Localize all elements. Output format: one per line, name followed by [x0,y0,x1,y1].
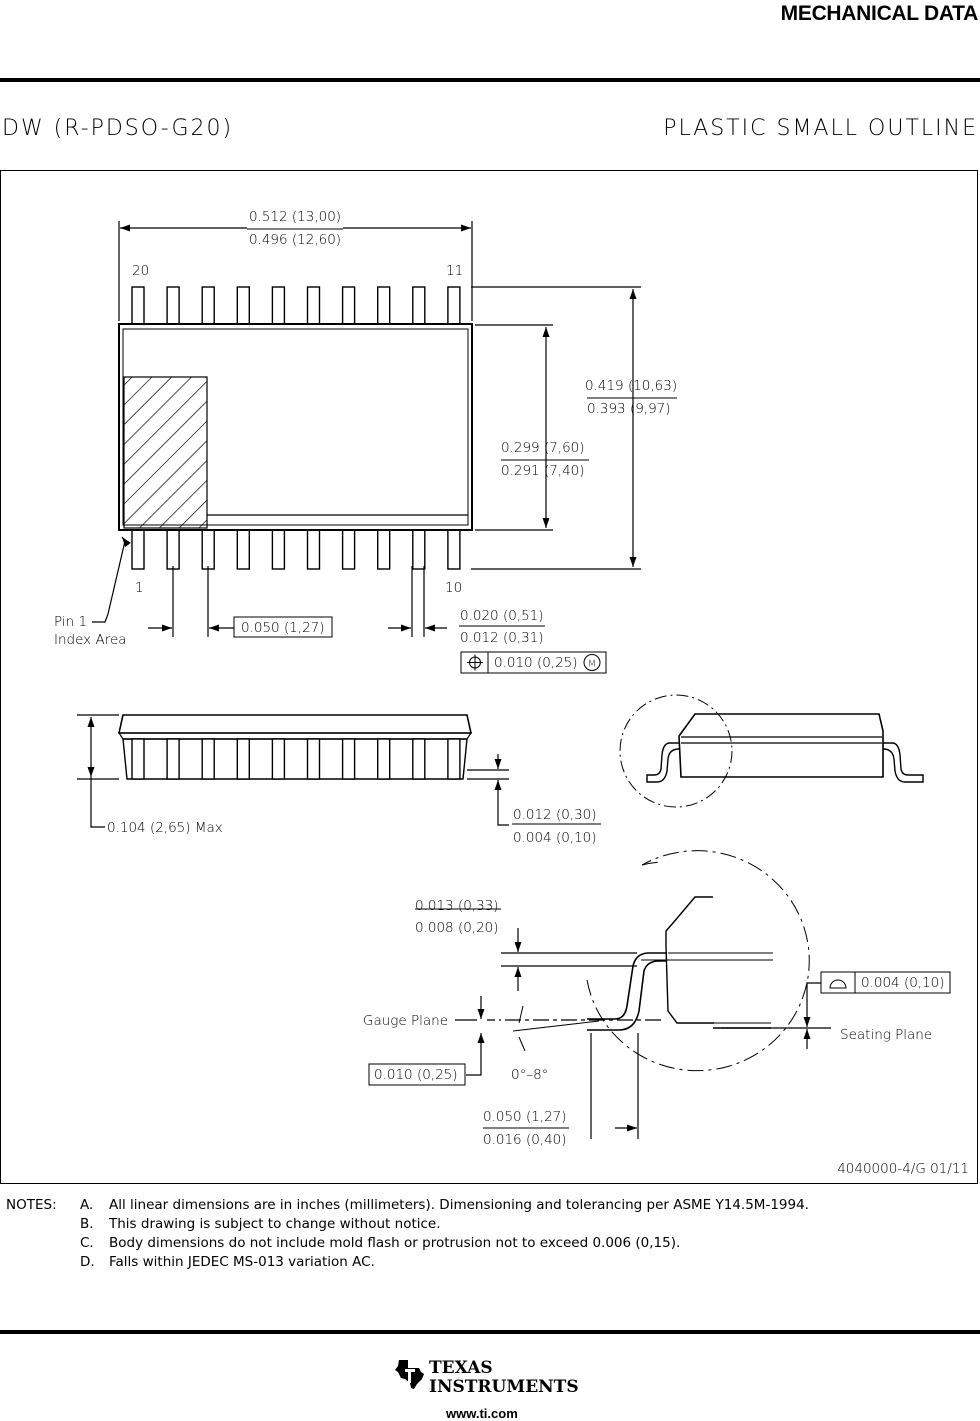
foot-length-max-label: 0.050 (1,27) [483,1109,567,1125]
length-min-label: 0.496 (12,60) [249,232,341,248]
top-view [92,221,677,674]
note-a: A.All linear dimensions are in inches (m… [80,1197,809,1213]
thickness-min-label: 0.008 (0,20) [415,920,499,936]
lead-width-max-label: 0.020 (0,51) [460,608,544,624]
detail-view [368,850,951,1139]
flatness-label: 0.004 (0,10) [861,975,945,991]
notes: NOTES: A.All linear dimensions are in in… [6,1195,966,1295]
note-c: C.Body dimensions do not include mold fl… [80,1235,681,1251]
top-lead [166,286,180,325]
top-lead [341,286,356,325]
bottom-lead [412,529,426,570]
texas-state-icon [395,1360,424,1389]
length-max-label: 0.512 (13,00) [249,209,341,225]
top-lead [306,286,321,325]
side-lead [271,738,286,780]
lead-width-min-label: 0.012 (0,31) [460,630,544,646]
side-lead [447,738,461,780]
pin1-index-label-line2: Index Area [54,632,127,648]
pin-20-label: 20 [132,263,149,279]
drawing-number: 4040000-4/G 01/11 [837,1161,969,1177]
top-lead-row [131,286,461,325]
brand-line2: INSTRUMENTS [429,1377,579,1397]
side-lead [166,738,180,780]
height-max-label: 0.104 (2,65) Max [107,820,223,836]
bottom-lead [447,529,461,570]
pitch-label: 0.050 (1,27) [241,620,325,636]
website-link[interactable]: www.ti.com [446,1406,518,1421]
body-width-min-label: 0.291 (7,40) [501,463,585,479]
standoff-max-label: 0.012 (0,30) [513,807,597,823]
ti-logo: TEXAS INSTRUMENTS [395,1358,585,1404]
package-code: DW (R-PDSO-G20) [2,116,234,141]
bottom-lead [271,529,286,570]
bottom-lead [341,529,356,570]
angle-label: 0°–8° [511,1067,548,1083]
pin1-index-area-hatch [123,376,208,529]
top-lead [271,286,286,325]
side-lead [131,738,145,780]
side-lead [306,738,321,780]
header-rule [0,78,980,82]
pin-10-label: 10 [445,580,462,596]
footer-rule [0,1330,980,1334]
standoff-min-label: 0.004 (0,10) [513,830,597,846]
pin-11-label: 11 [446,263,463,279]
overall-width-max-label: 0.419 (10,63) [585,378,677,394]
top-lead [447,286,461,325]
mechanical-drawing: 0.512 (13,00) 0.496 (12,60) 20 11 1 10 0… [0,170,978,1184]
bottom-lead [306,529,321,570]
top-lead [377,286,391,325]
position-modifier-label: M [588,660,596,670]
page-title: MECHANICAL DATA [780,2,979,25]
thickness-max-label: 0.013 (0,33) [415,898,499,914]
top-lead [131,286,145,325]
brand-line1: TEXAS [429,1358,493,1378]
top-lead [201,286,215,325]
foot-length-min-label: 0.016 (0,40) [483,1132,567,1148]
top-lead [412,286,426,325]
pin-1-label: 1 [135,580,144,596]
side-lead [236,738,251,780]
package-body [118,323,473,531]
package-type: PLASTIC SMALL OUTLINE [663,116,978,141]
position-tolerance-label: 0.010 (0,25) [494,655,578,671]
bottom-lead [166,529,180,570]
top-lead [236,286,251,325]
gauge-plane-label: Gauge Plane [363,1013,448,1029]
side-lead [377,738,391,780]
pin1-index-label-line1: Pin 1 [54,614,87,630]
side-lead [341,738,356,780]
bottom-lead [377,529,391,570]
note-b: B.This drawing is subject to change with… [80,1216,441,1232]
side-lead [412,738,426,780]
bottom-lead-row [131,529,461,570]
bottom-lead [236,529,251,570]
gauge-value-label: 0.010 (0,25) [374,1067,458,1083]
notes-label: NOTES: [6,1197,57,1213]
note-d: D.Falls within JEDEC MS-013 variation AC… [80,1254,375,1270]
overall-width-min-label: 0.393 (9,97) [587,401,671,417]
end-view [619,694,924,808]
body-width-max-label: 0.299 (7,60) [501,440,585,456]
side-lead [201,738,215,780]
seating-plane-label: Seating Plane [840,1027,932,1043]
bottom-lead [131,529,145,570]
side-view [77,714,601,828]
side-lead-row [131,738,461,780]
bottom-lead [201,529,215,570]
